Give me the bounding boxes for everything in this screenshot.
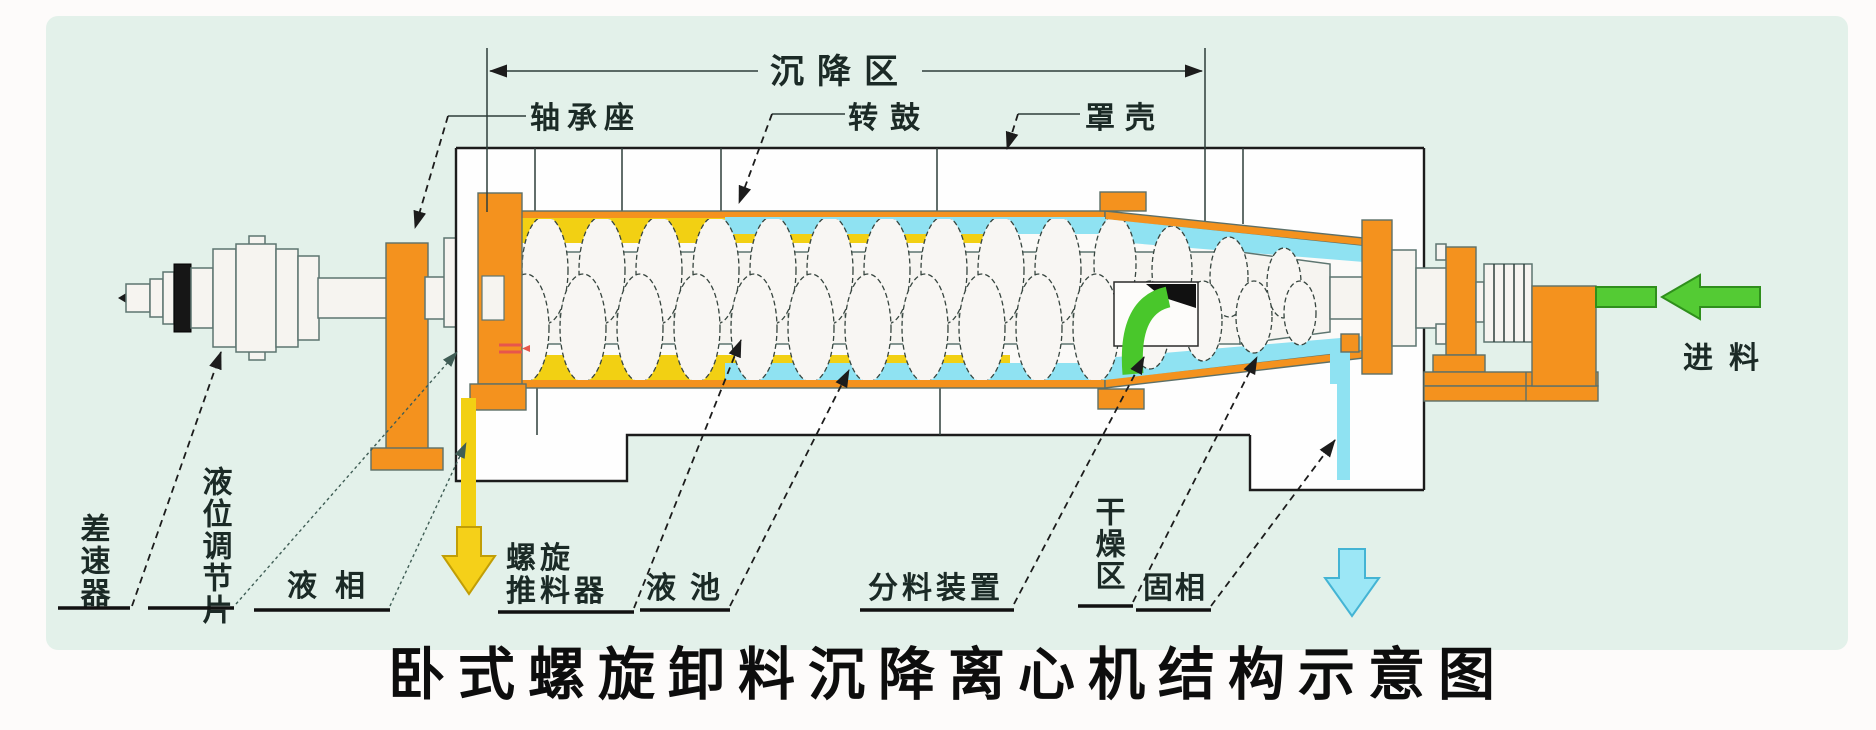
level-adjust-ports (499, 343, 530, 354)
label-feed: 进料 (1683, 341, 1775, 376)
feed-gearbox (1531, 285, 1597, 387)
leader-feed-distributor (1013, 356, 1145, 605)
coupling (1475, 263, 1533, 343)
leader-differential (131, 351, 222, 607)
label-solid-phase: 固相 (1143, 571, 1207, 606)
solid-phase-stream (1337, 380, 1350, 480)
leader-screw-conveyor (633, 339, 742, 609)
leader-liquid-pool (729, 369, 850, 607)
screw-conveyor (505, 219, 1365, 380)
label-drying-zone: 干燥区 (1090, 496, 1126, 592)
liquid-phase-stream (461, 398, 476, 530)
leader-bearing-seat (413, 115, 449, 229)
feed-distributor (1113, 281, 1199, 375)
settling-zone-label: 沉降区 (770, 52, 911, 92)
leader-drying-zone (1132, 356, 1258, 603)
leader-lines (131, 113, 1336, 609)
leader-drum (738, 113, 773, 204)
settling-zone-dimension: 沉降区 (486, 48, 1203, 212)
drum-end-cap (1340, 219, 1449, 375)
left-shaft (424, 276, 446, 320)
label-bearing-seat: 轴承座 (530, 101, 641, 136)
feed-arrow (1660, 273, 1761, 321)
label-drum: 转鼓 (848, 101, 932, 136)
feed-pipe (1595, 286, 1657, 308)
label-differential: 差速器 (75, 513, 112, 609)
right-bearing-pedestal (1423, 243, 1599, 402)
leader-level-plate (235, 351, 458, 605)
leader-cover-shell (1005, 113, 1019, 150)
solid-phase-arrow (1323, 548, 1381, 618)
drum-left-hub (469, 192, 530, 411)
label-liquid-pool: 液池 (646, 571, 734, 606)
label-underlines (58, 604, 1211, 614)
diagram-title: 卧式螺旋卸料沉降离心机结构示意图 (388, 642, 1508, 708)
left-bearing-pedestal (370, 242, 444, 471)
label-screw-conveyor-2: 推料器 (506, 574, 608, 609)
label-screw-conveyor-1: 螺旋 (506, 541, 574, 576)
label-feed-distributor: 分料装置 (868, 571, 1004, 606)
label-level-adjust-plate: 液位调节片 (197, 466, 233, 626)
leader-solid-phase (1210, 439, 1336, 607)
label-liquid-phase: 液相 (287, 569, 383, 604)
liquid-phase-arrow (441, 526, 497, 596)
label-cover-shell: 罩壳 (1085, 101, 1165, 136)
cone-top-lug (1099, 191, 1147, 212)
differential-assembly (118, 235, 389, 361)
